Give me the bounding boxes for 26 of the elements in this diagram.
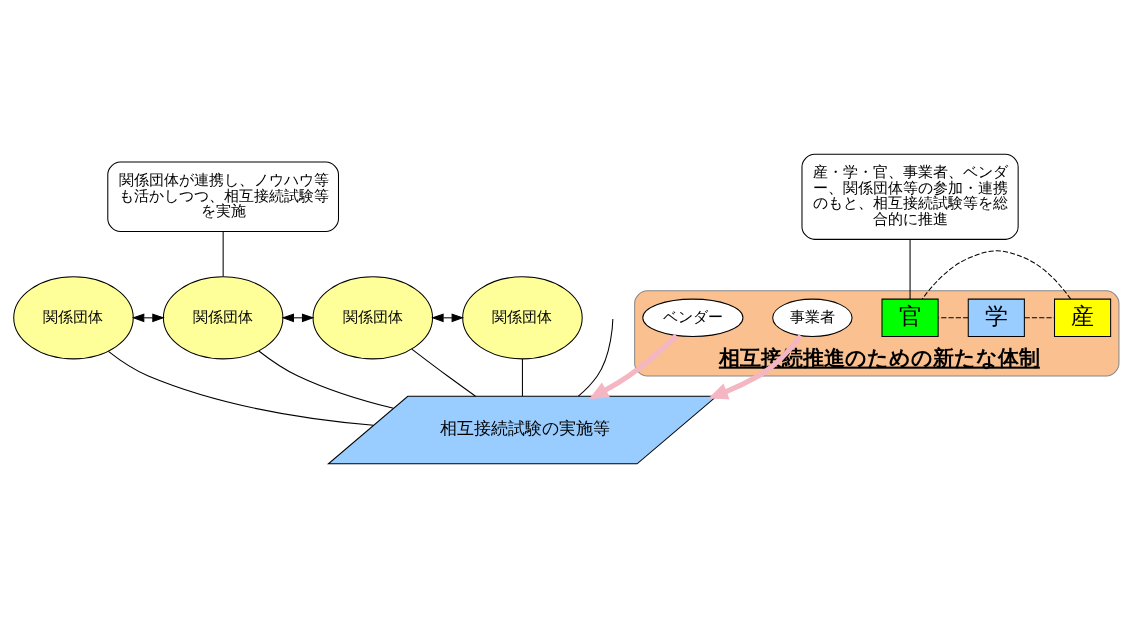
arrow <box>281 312 315 322</box>
connector <box>577 317 614 397</box>
arrow <box>131 312 165 322</box>
connector <box>107 350 374 426</box>
connector <box>937 316 969 318</box>
connector <box>1024 316 1055 318</box>
node-box: 産 <box>1054 298 1112 337</box>
node-box: 学 <box>967 298 1025 337</box>
connector <box>258 349 394 409</box>
node-box: 官 <box>881 298 939 337</box>
connector <box>921 249 1072 300</box>
arrow <box>708 333 803 399</box>
arrow <box>588 333 679 399</box>
node-ellipse: 関係団体 <box>13 275 134 359</box>
arrow <box>431 312 465 322</box>
connector <box>521 357 523 397</box>
connector <box>411 348 477 397</box>
node-box: 産・学・官、事業者、ベンダー、関係団体等の参加・連携のもと、相互接続試験等を総合的に推進 <box>801 153 1019 240</box>
connector <box>909 238 911 299</box>
node-ellipse: 関係団体 <box>462 275 583 359</box>
node-box: 関係団体が連携し、ノウハウ等も活かしつつ、相互接続試験等を実施 <box>107 160 339 232</box>
node-ellipse: 関係団体 <box>312 275 434 359</box>
node-ellipse: 関係団体 <box>162 275 284 359</box>
node-ellipse: 事業者 <box>772 298 853 337</box>
node-ellipse: ベンダー <box>642 298 744 337</box>
connector <box>222 230 224 277</box>
